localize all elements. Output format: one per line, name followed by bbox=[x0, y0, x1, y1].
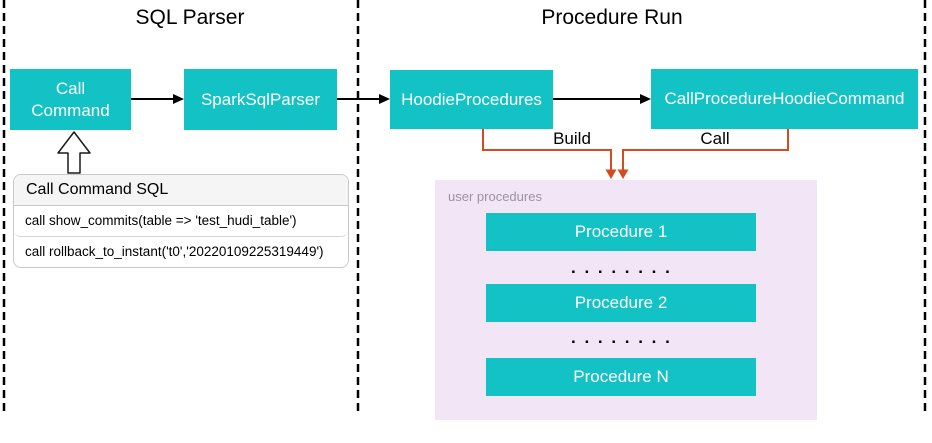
node-procedure-1: Procedure 1 bbox=[486, 213, 756, 251]
call-arrowhead-icon bbox=[617, 169, 629, 179]
user-procedures-label: user procedures bbox=[448, 189, 542, 204]
call-connector bbox=[622, 129, 789, 170]
section-title-sql-parser: SQL Parser bbox=[135, 6, 245, 29]
node-call-command: Call Command bbox=[10, 69, 131, 130]
node-call-procedure-hoodie-command: CallProcedureHoodieCommand bbox=[651, 69, 918, 129]
build-connector bbox=[482, 129, 612, 170]
dots-separator: . . . . . . . . bbox=[571, 328, 672, 347]
sql-table-row: call show_commits(table => 'test_hudi_ta… bbox=[14, 206, 348, 237]
edge-label-build: Build bbox=[542, 129, 602, 149]
node-procedure-2: Procedure 2 bbox=[486, 284, 756, 322]
section-title-procedure-run: Procedure Run bbox=[541, 6, 683, 29]
node-label: Call Command bbox=[31, 79, 110, 120]
dots-separator: . . . . . . . . bbox=[571, 258, 672, 277]
node-hoodie-procedures: HoodieProcedures bbox=[390, 70, 553, 129]
sql-table-row: call rollback_to_instant('t0','202201092… bbox=[25, 244, 324, 259]
node-spark-sql-parser: SparkSqlParser bbox=[184, 69, 337, 130]
call-command-sql-table: Call Command SQL call show_commits(table… bbox=[13, 174, 349, 268]
sql-table-header: Call Command SQL bbox=[14, 175, 348, 206]
arrowhead-icon bbox=[173, 94, 184, 104]
node-procedure-n: Procedure N bbox=[486, 358, 756, 396]
build-arrowhead-icon bbox=[605, 169, 617, 179]
arrowhead-icon bbox=[379, 94, 390, 104]
edge-label-call: Call bbox=[685, 129, 745, 149]
hollow-up-arrow-icon bbox=[57, 131, 91, 174]
arrowhead-icon bbox=[640, 94, 651, 104]
